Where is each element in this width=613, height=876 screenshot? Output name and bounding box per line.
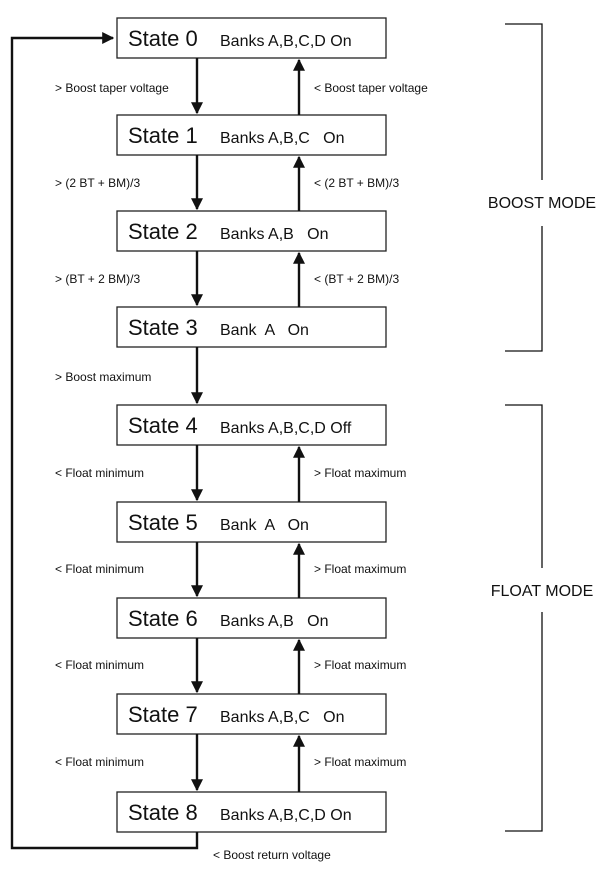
label-down-7-8: < Float minimum	[55, 755, 144, 769]
state-2-banks: Banks A,B On	[220, 226, 329, 243]
label-down-2-3: > (BT + 2 BM)/3	[55, 272, 140, 286]
state-7: State 7 Banks A,B,C On	[116, 693, 387, 735]
state-4-banks: Banks A,B,C,D Off	[220, 420, 352, 437]
label-up-8-7: > Float maximum	[314, 755, 406, 769]
state-6: State 6 Banks A,B On	[116, 597, 387, 639]
float-bracket-bottom	[505, 612, 543, 832]
return-arrow-8-0	[10, 32, 199, 850]
label-down-6-7: < Float minimum	[55, 658, 144, 672]
label-up-6-5: > Float maximum	[314, 562, 406, 576]
state-8: State 8 Banks A,B,C,D On	[116, 791, 387, 833]
state-1: State 1 Banks A,B,C On	[116, 114, 387, 156]
label-up-3-2: < (BT + 2 BM)/3	[314, 272, 399, 286]
state-2-name: State 2	[128, 219, 198, 244]
state-3: State 3 Bank A On	[116, 306, 387, 348]
label-down-3-4: > Boost maximum	[55, 370, 151, 384]
state-4-box	[116, 404, 387, 446]
state-3-name: State 3	[128, 315, 198, 340]
boost-mode-label: BOOST MODE	[488, 195, 596, 212]
label-down-4-5: < Float minimum	[55, 466, 144, 480]
boost-bracket-top	[505, 23, 543, 180]
state-2: State 2 Banks A,B On	[116, 210, 387, 252]
state-1-banks: Banks A,B,C On	[220, 130, 345, 147]
float-bracket-top	[505, 404, 543, 568]
label-up-1-0: < Boost taper voltage	[314, 81, 428, 95]
state-7-box	[116, 693, 387, 735]
state-2-box	[116, 210, 387, 252]
state-5-box	[116, 501, 387, 543]
label-down-1-2: > (2 BT + BM)/3	[55, 176, 140, 190]
label-return-8-0: < Boost return voltage	[213, 848, 331, 862]
state-7-name: State 7	[128, 702, 198, 727]
label-down-5-6: < Float minimum	[55, 562, 144, 576]
state-5-banks: Bank A On	[220, 517, 309, 534]
state-8-box	[116, 791, 387, 833]
state-5-name: State 5	[128, 510, 198, 535]
state-6-name: State 6	[128, 606, 198, 631]
state-3-box	[116, 306, 387, 348]
state-0-banks: Banks A,B,C,D On	[220, 33, 352, 50]
boost-bracket-bottom	[505, 226, 543, 352]
float-mode-label: FLOAT MODE	[491, 583, 594, 600]
state-4: State 4 Banks A,B,C,D Off	[116, 404, 387, 446]
label-up-7-6: > Float maximum	[314, 658, 406, 672]
state-4-name: State 4	[128, 413, 198, 438]
state-5: State 5 Bank A On	[116, 501, 387, 543]
state-6-box	[116, 597, 387, 639]
state-0-box	[116, 17, 387, 59]
state-3-banks: Bank A On	[220, 322, 309, 339]
state-7-banks: Banks A,B,C On	[220, 709, 345, 726]
label-down-0-1: > Boost taper voltage	[55, 81, 169, 95]
state-8-banks: Banks A,B,C,D On	[220, 807, 352, 824]
label-up-2-1: < (2 BT + BM)/3	[314, 176, 399, 190]
state-0: State 0 Banks A,B,C,D On	[116, 17, 387, 59]
label-up-5-4: > Float maximum	[314, 466, 406, 480]
state-6-banks: Banks A,B On	[220, 613, 329, 630]
state-8-name: State 8	[128, 800, 198, 825]
state-0-name: State 0	[128, 26, 198, 51]
state-1-box	[116, 114, 387, 156]
state-1-name: State 1	[128, 123, 198, 148]
